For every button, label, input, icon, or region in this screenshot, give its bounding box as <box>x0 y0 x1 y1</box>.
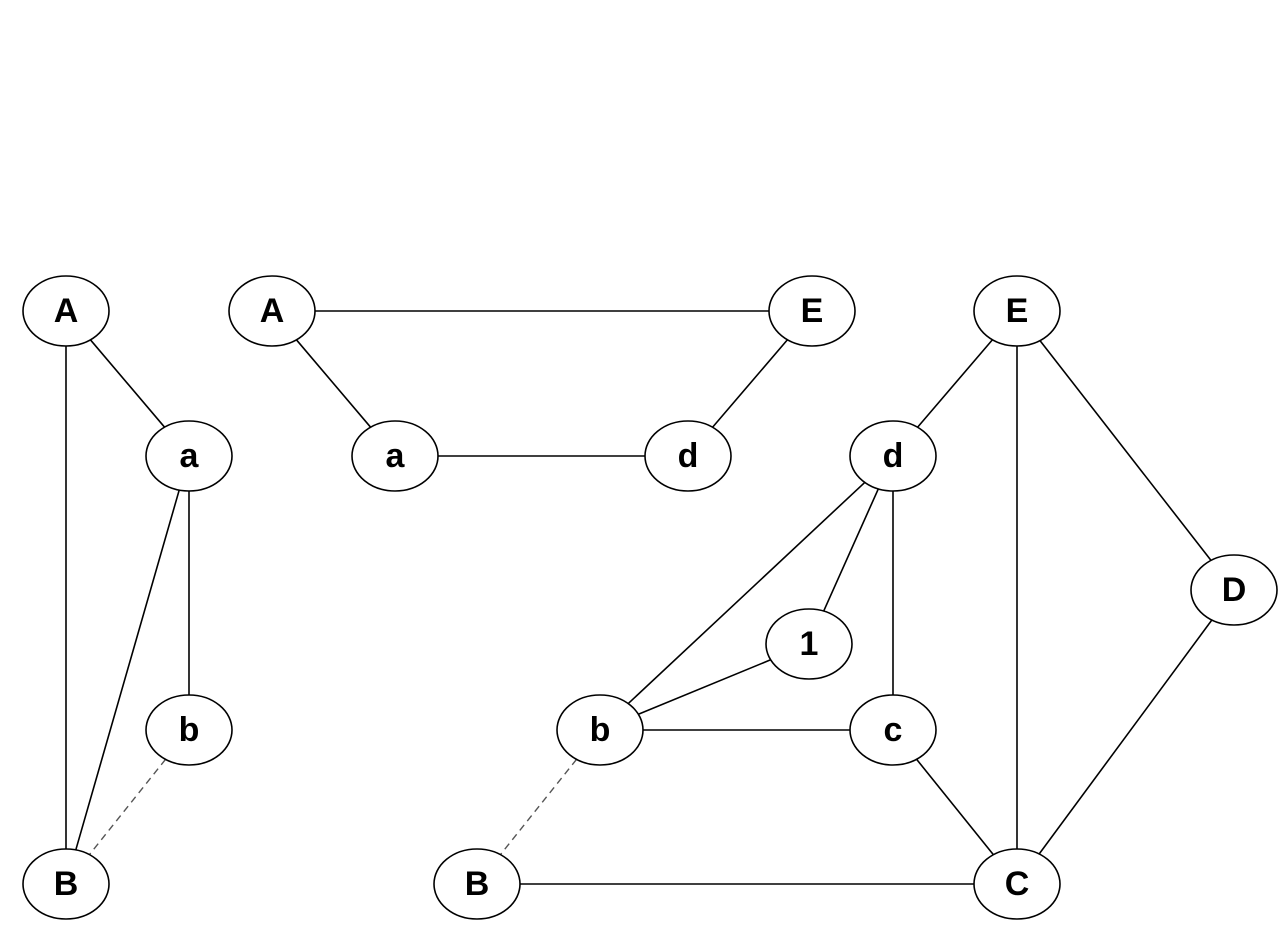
node-ellipse <box>228 275 316 347</box>
node-label: D <box>1222 571 1247 609</box>
node-right-b: b <box>556 694 644 766</box>
edge-left-A-a <box>89 339 166 428</box>
node-ellipse <box>973 275 1061 347</box>
node-middle-d: d <box>644 420 732 492</box>
node-ellipse <box>433 848 521 920</box>
nodes-middle: A Ea d <box>228 275 856 492</box>
node-ellipse <box>768 275 856 347</box>
edge-left-b-B <box>88 758 167 856</box>
node-middle-A: A <box>228 275 316 347</box>
node-right-E: E <box>973 275 1061 347</box>
graph-middle <box>295 310 789 457</box>
node-label: A <box>54 292 79 330</box>
node-label: E <box>1006 292 1029 330</box>
node-middle-a: a <box>351 420 439 492</box>
node-right-D: D <box>1190 554 1278 626</box>
node-right-1: 1 <box>765 608 853 680</box>
edge-middle-A-a <box>295 339 372 428</box>
node-ellipse <box>22 848 110 920</box>
node-right-d: d <box>849 420 937 492</box>
node-ellipse <box>22 275 110 347</box>
node-ellipse <box>145 694 233 766</box>
node-label: c <box>884 711 903 749</box>
node-label: 1 <box>800 625 819 663</box>
node-right-C: C <box>973 848 1061 920</box>
node-right-B: B <box>433 848 521 920</box>
edge-right-D-C <box>1038 619 1213 855</box>
node-label: d <box>883 437 904 475</box>
node-label: a <box>180 437 200 475</box>
node-left-a: a <box>145 420 233 492</box>
edge-right-b-B <box>499 758 578 856</box>
node-middle-E: E <box>768 275 856 347</box>
node-ellipse <box>351 420 439 492</box>
node-label: a <box>386 437 406 475</box>
edge-right-E-d <box>916 339 994 428</box>
node-label: b <box>179 711 200 749</box>
node-ellipse <box>145 420 233 492</box>
node-left-b: b <box>145 694 233 766</box>
node-left-A: A <box>22 275 110 347</box>
node-label: C <box>1005 865 1030 903</box>
node-ellipse <box>765 608 853 680</box>
nodes-right: EdD 1 b cB C <box>433 275 1278 920</box>
edge-left-a-B <box>75 489 180 851</box>
node-left-B: B <box>22 848 110 920</box>
node-ellipse <box>973 848 1061 920</box>
edges-layer <box>65 310 1213 885</box>
node-ellipse <box>849 694 937 766</box>
node-ellipse <box>849 420 937 492</box>
graph-left <box>65 339 190 856</box>
node-label: d <box>678 437 699 475</box>
node-ellipse <box>556 694 644 766</box>
node-ellipse <box>1190 554 1278 626</box>
node-label: B <box>54 865 79 903</box>
edge-right-d-1 <box>822 488 880 612</box>
edge-middle-E-d <box>711 339 789 428</box>
graph-right <box>499 339 1213 885</box>
node-label: E <box>801 292 824 330</box>
node-label: b <box>590 711 611 749</box>
node-ellipse <box>644 420 732 492</box>
edge-right-1-b <box>638 659 771 715</box>
node-label: B <box>465 865 490 903</box>
nodes-left: Aa bB <box>22 275 233 920</box>
edge-right-c-C <box>915 758 995 856</box>
edge-right-d-b <box>627 481 866 705</box>
node-label: A <box>260 292 285 330</box>
node-right-c: c <box>849 694 937 766</box>
edge-right-E-D <box>1039 340 1212 561</box>
nodes-layer: Aa bB A Ea d EdD 1 b cB C <box>22 275 1278 920</box>
